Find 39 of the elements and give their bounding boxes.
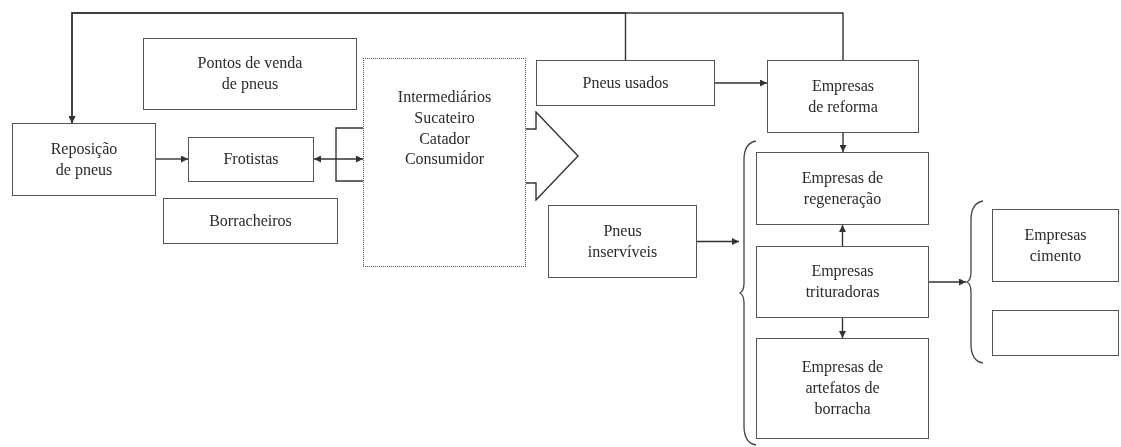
arrow xyxy=(839,224,846,247)
arrow xyxy=(696,238,740,245)
process-box xyxy=(767,60,919,133)
node-label: Borracheiros xyxy=(209,210,292,231)
curly-brace xyxy=(966,200,983,364)
arrow xyxy=(839,317,846,339)
node-label: Empresas de regeneração xyxy=(800,167,885,210)
curly-brace xyxy=(739,140,756,446)
process-box xyxy=(12,123,156,196)
node-label: Frotistas xyxy=(223,149,279,170)
node-label: Pneus inservíveis xyxy=(586,220,659,262)
process-box xyxy=(163,198,338,244)
process-box xyxy=(756,246,929,318)
empty-box xyxy=(992,310,1119,356)
process-box xyxy=(548,205,697,278)
process-box xyxy=(756,152,929,225)
arrow xyxy=(839,132,847,153)
process-box xyxy=(992,209,1119,282)
node-label: Pneus usados xyxy=(582,72,669,93)
node-label: Empresas de artefatos de borracha xyxy=(800,357,885,419)
arrow xyxy=(714,79,768,87)
process-box xyxy=(756,338,929,439)
node-label: Empresas trituradoras xyxy=(804,261,881,302)
node-label: Sucateiro xyxy=(414,107,475,128)
arrow xyxy=(155,155,189,163)
node-label: Empresas de reforma xyxy=(808,75,878,117)
process-box xyxy=(188,137,314,182)
dotted-group-box xyxy=(363,58,526,267)
node-label: Reposição de pneus xyxy=(49,138,119,181)
process-box xyxy=(143,38,357,110)
node-label: Pontos de venda de pneus xyxy=(196,53,304,95)
node-label: Intermediários xyxy=(397,87,492,107)
arrow xyxy=(928,278,967,286)
process-box xyxy=(536,60,715,106)
node-label: Catador xyxy=(419,128,470,149)
arrow xyxy=(68,12,844,124)
arrow xyxy=(313,155,364,163)
node-label: Empresas cimento xyxy=(1023,224,1088,266)
node-label: Consumidor xyxy=(404,149,485,170)
